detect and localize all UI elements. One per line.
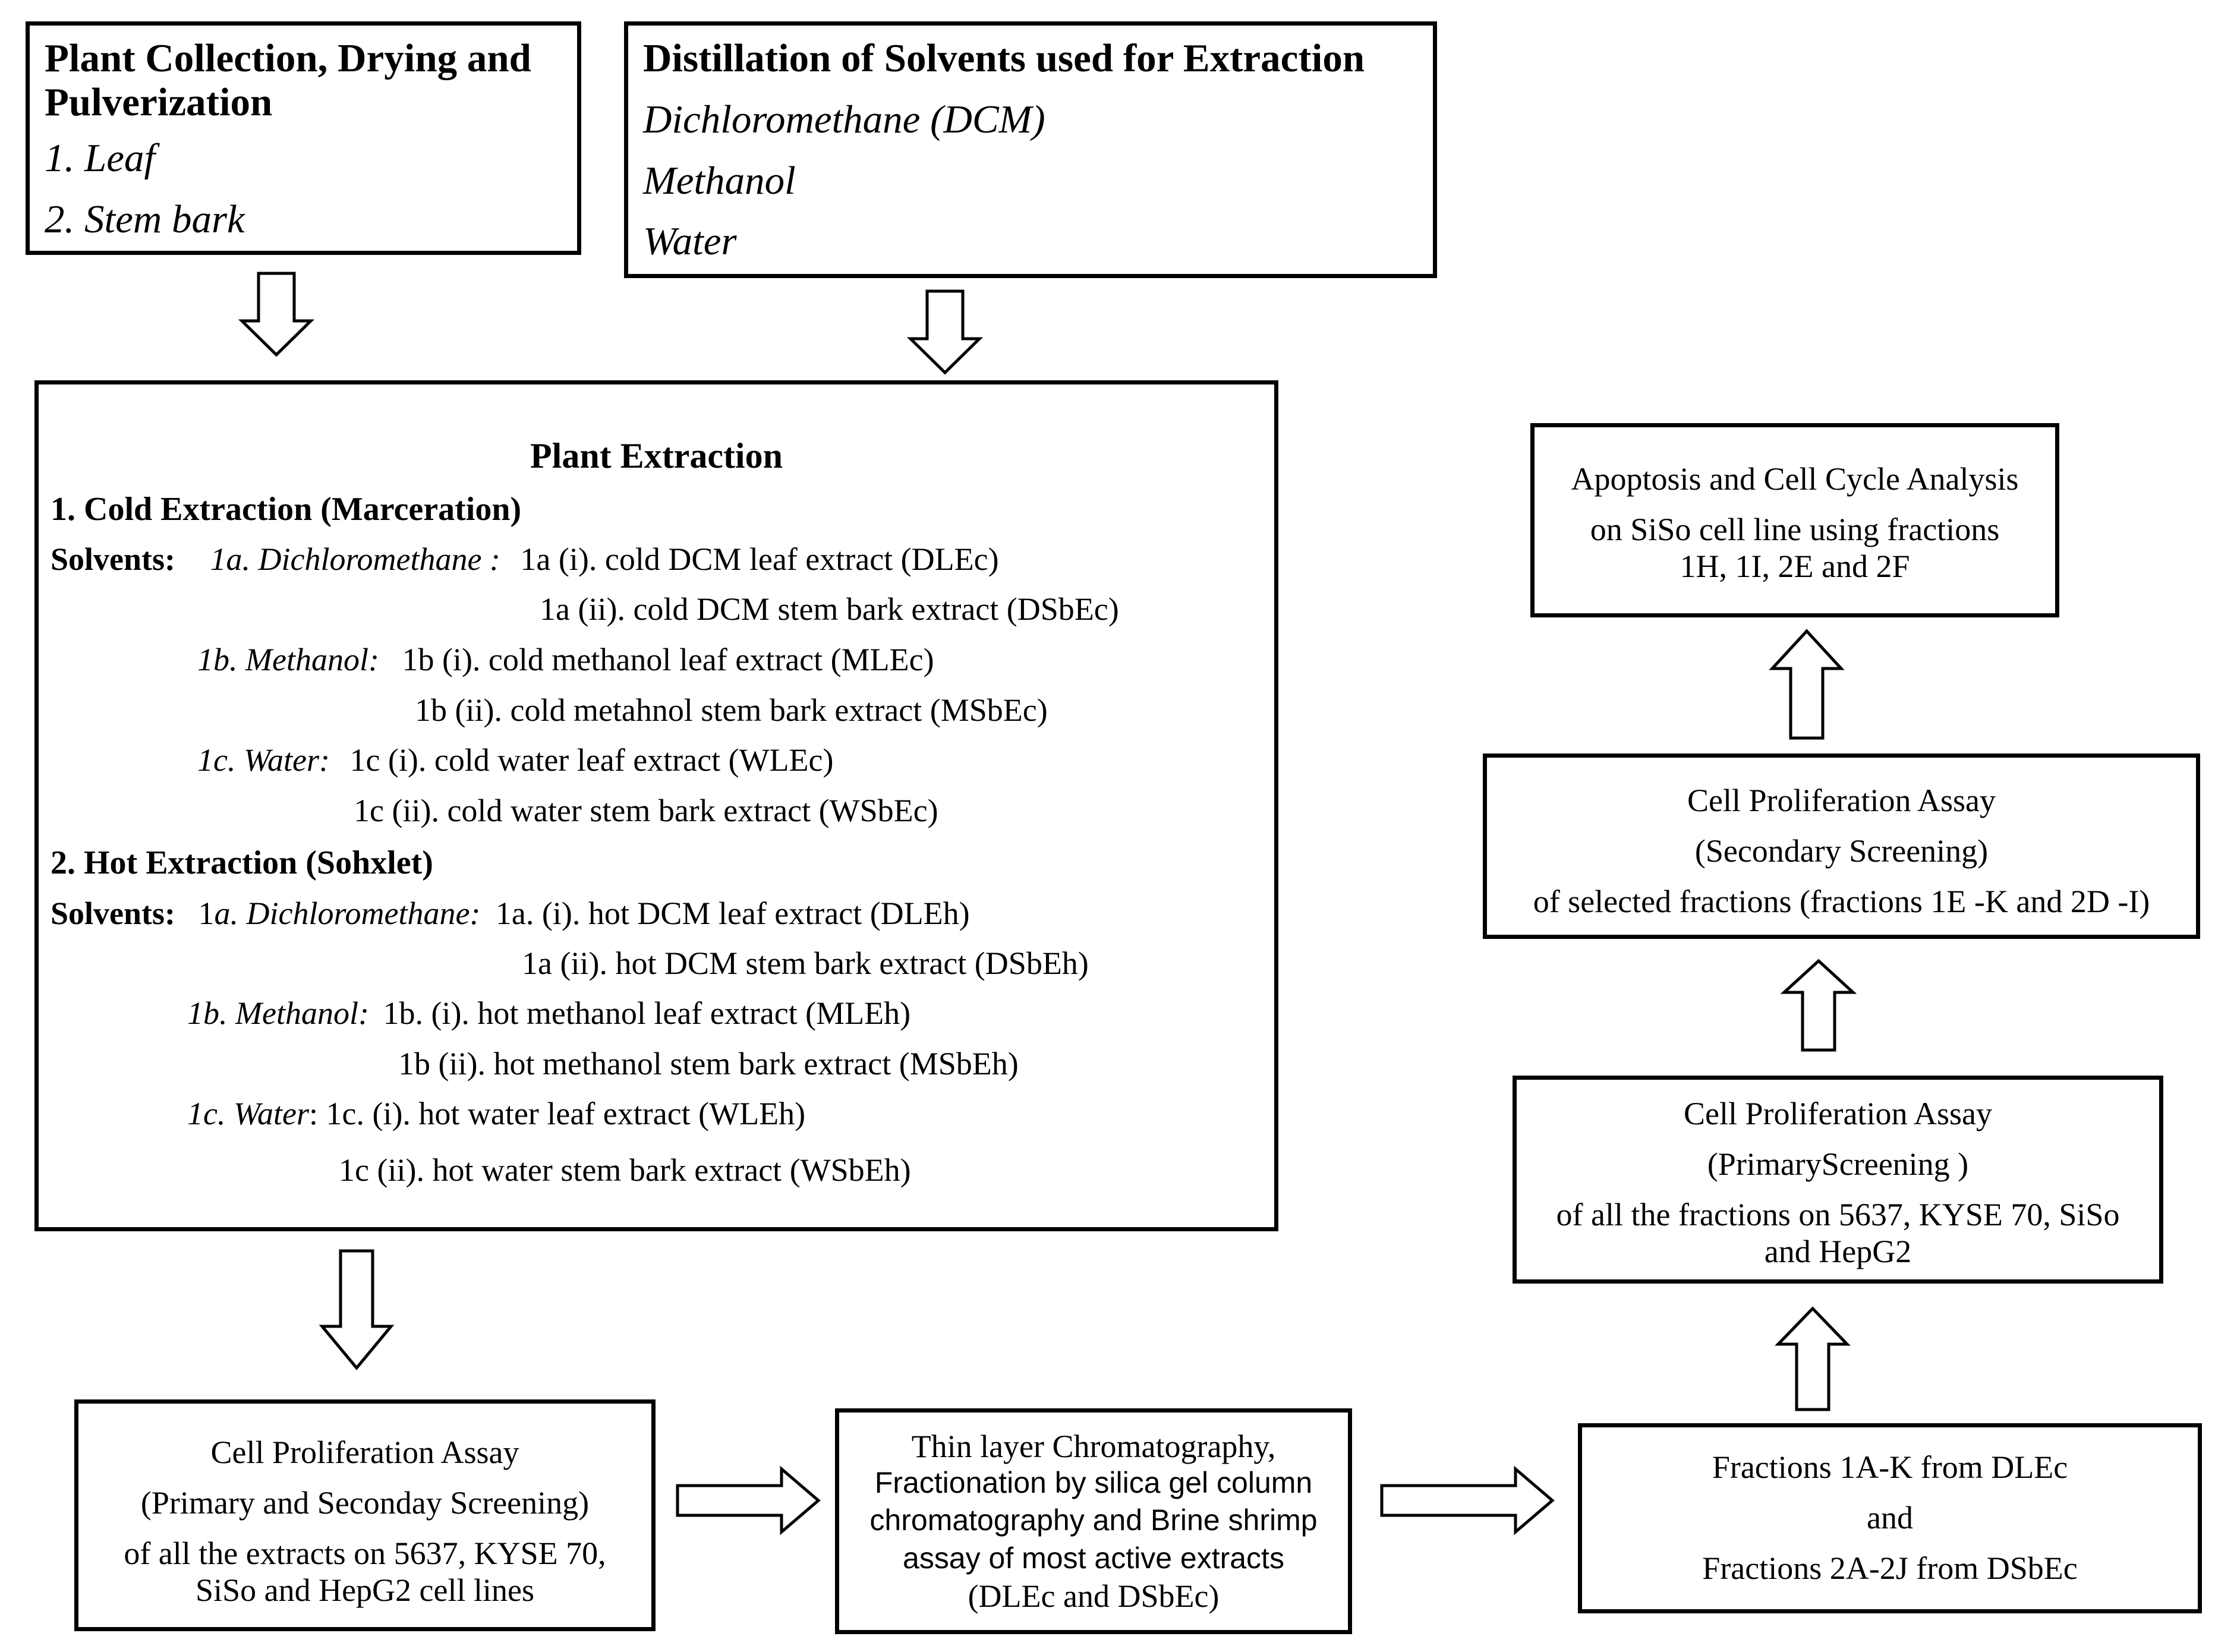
- primary-screening-box: Cell Proliferation Assay (PrimaryScreeni…: [1513, 1076, 2163, 1284]
- primary-screening-line4: and HepG2: [1764, 1234, 1912, 1269]
- hot-methanol-line: 1b. Methanol: 1b. (i). hot methanol leaf…: [187, 997, 910, 1029]
- primary-screening-line3: of all the fractions on 5637, KYSE 70, S…: [1556, 1197, 2120, 1232]
- plant-extraction-box: Plant Extraction 1. Cold Extraction (Mar…: [34, 380, 1278, 1231]
- cold-solvents-line: Solvents: 1a. Dichloromethane : 1a (i). …: [51, 543, 999, 575]
- fractions-line1: Fractions 1A-K from DLEc: [1712, 1449, 2068, 1485]
- cold-dcm-leaf-extract: 1a (i). cold DCM leaf extract (DLEc): [520, 541, 999, 577]
- cold-dcm-stem-bark-extract: 1a (ii). cold DCM stem bark extract (DSb…: [540, 591, 1119, 627]
- secondary-screening-line1: Cell Proliferation Assay: [1687, 783, 1996, 818]
- cold-methanol-line: 1b. Methanol: 1b (i). cold methanol leaf…: [197, 644, 934, 676]
- extracts-assay-line2: (Primary and Seconday Screening): [140, 1485, 590, 1521]
- hot-water-colon: :: [308, 1096, 318, 1131]
- cold-water-leaf-extract: 1c (i). cold water leaf extract (WLEc): [349, 742, 834, 778]
- hot-water-stem-bark-extract: 1c (ii). hot water stem bark extract (WS…: [339, 1152, 911, 1188]
- solvent-dcm: Dichloromethane (DCM): [643, 97, 1045, 141]
- apoptosis-line2: on SiSo cell line using fractions: [1590, 512, 2000, 547]
- hot-dcm-leaf-extract: 1a. (i). hot DCM leaf extract (DLEh): [495, 896, 970, 931]
- plant-collection-box: Plant Collection, Drying and Pulverizati…: [26, 21, 581, 255]
- fractions-box: Fractions 1A-K from DLEc and Fractions 2…: [1578, 1423, 2202, 1613]
- cold-extraction-method: (Marceration): [320, 491, 522, 528]
- cold-methanol-label: 1b. Methanol:: [197, 642, 379, 677]
- hot-methanol-stem-bark-extract: 1b (ii). hot methanol stem bark extract …: [398, 1046, 1019, 1082]
- hot-dcm-label-prefix: 1: [198, 896, 215, 931]
- cold-methanol-leaf-extract: 1b (i). cold methanol leaf extract (MLEc…: [402, 642, 934, 677]
- hot-solvents-line: Solvents: 1a. Dichloromethane: 1a. (i). …: [51, 897, 970, 929]
- fractions-line3: Fractions 2A-2J from DSbEc: [1702, 1550, 2078, 1586]
- cold-water-line: 1c. Water: 1c (i). cold water leaf extra…: [197, 744, 833, 776]
- tlc-fractionation-box: Thin layer Chromatography, Fractionation…: [835, 1408, 1352, 1634]
- cold-dcm-label: 1a. Dichloromethane :: [210, 541, 500, 577]
- hot-water-line: 1c. Water: 1c. (i). hot water leaf extra…: [187, 1098, 805, 1130]
- hot-water-label: 1c. Water: [187, 1096, 309, 1131]
- right-arrow-icon: [676, 1465, 821, 1536]
- cold-water-stem-bark-extract: 1c (ii). cold water stem bark extract (W…: [354, 793, 938, 828]
- secondary-screening-line2: (Secondary Screening): [1694, 833, 1989, 869]
- cold-water-label: 1c. Water:: [197, 742, 330, 778]
- cold-solvents-label: Solvents:: [51, 541, 176, 577]
- down-arrow-icon: [319, 1249, 395, 1370]
- apoptosis-box: Apoptosis and Cell Cycle Analysis on SiS…: [1530, 423, 2059, 617]
- plant-collection-title-line1: Plant Collection, Drying and: [45, 36, 531, 80]
- apoptosis-line1: Apoptosis and Cell Cycle Analysis: [1571, 461, 2019, 497]
- hot-methanol-leaf-extract: 1b. (i). hot methanol leaf extract (MLEh…: [383, 995, 911, 1031]
- solvent-water: Water: [643, 219, 737, 263]
- fractions-line2: and: [1867, 1500, 1913, 1536]
- up-arrow-icon: [1769, 629, 1845, 740]
- secondary-screening-box: Cell Proliferation Assay (Secondary Scre…: [1483, 754, 2200, 939]
- plant-extraction-title: Plant Extraction: [530, 436, 783, 475]
- hot-extraction-heading: 2. Hot Extraction (Sohxlet): [51, 844, 433, 881]
- extracts-assay-line1: Cell Proliferation Assay: [210, 1435, 519, 1470]
- up-arrow-icon: [1775, 1306, 1851, 1411]
- hot-solvents-label: Solvents:: [51, 896, 176, 931]
- plant-collection-title-line2: Pulverization: [45, 80, 273, 124]
- secondary-screening-line3: of selected fractions (fractions 1E -K a…: [1533, 884, 2150, 919]
- extracts-assay-box: Cell Proliferation Assay (Primary and Se…: [74, 1399, 656, 1631]
- tlc-line1: Thin layer Chromatography,: [911, 1429, 1276, 1464]
- hot-water-leaf-extract: 1c. (i). hot water leaf extract (WLEh): [326, 1096, 806, 1131]
- extracts-assay-line3: of all the extracts on 5637, KYSE 70,: [124, 1536, 606, 1571]
- hot-methanol-label: 1b. Methanol:: [187, 995, 369, 1031]
- primary-screening-line2: (PrimaryScreening ): [1707, 1146, 1969, 1182]
- tlc-line4: assay of most active extracts: [903, 1541, 1284, 1575]
- cold-methanol-stem-bark-extract: 1b (ii). cold metahnol stem bark extract…: [415, 692, 1048, 728]
- apoptosis-line3: 1H, 1I, 2E and 2F: [1680, 548, 1910, 584]
- solvent-methanol: Methanol: [643, 159, 796, 203]
- tlc-line5: (DLEc and DSbEc): [968, 1578, 1220, 1614]
- hot-dcm-label: a. Dichloromethane:: [214, 896, 481, 931]
- solvent-distillation-title: Distillation of Solvents used for Extrac…: [643, 36, 1365, 80]
- down-arrow-icon: [906, 289, 984, 375]
- tlc-line3: chromatography and Brine shrimp: [869, 1503, 1318, 1537]
- plant-part-stem-bark: 2. Stem bark: [45, 197, 245, 241]
- solvent-distillation-box: Distillation of Solvents used for Extrac…: [624, 21, 1437, 278]
- plant-part-leaf: 1. Leaf: [45, 136, 156, 180]
- cold-extraction-heading: 1. Cold Extraction (Marceration): [51, 493, 521, 526]
- extracts-assay-line4: SiSo and HepG2 cell lines: [196, 1572, 534, 1608]
- tlc-line2: Fractionation by silica gel column: [874, 1466, 1313, 1499]
- right-arrow-icon: [1380, 1465, 1555, 1536]
- cold-extraction-heading-text: 1. Cold Extraction: [51, 491, 313, 528]
- primary-screening-line1: Cell Proliferation Assay: [1684, 1096, 1992, 1131]
- up-arrow-icon: [1780, 959, 1857, 1052]
- hot-dcm-stem-bark-extract: 1a (ii). hot DCM stem bark extract (DSbE…: [522, 945, 1089, 981]
- down-arrow-icon: [238, 272, 315, 357]
